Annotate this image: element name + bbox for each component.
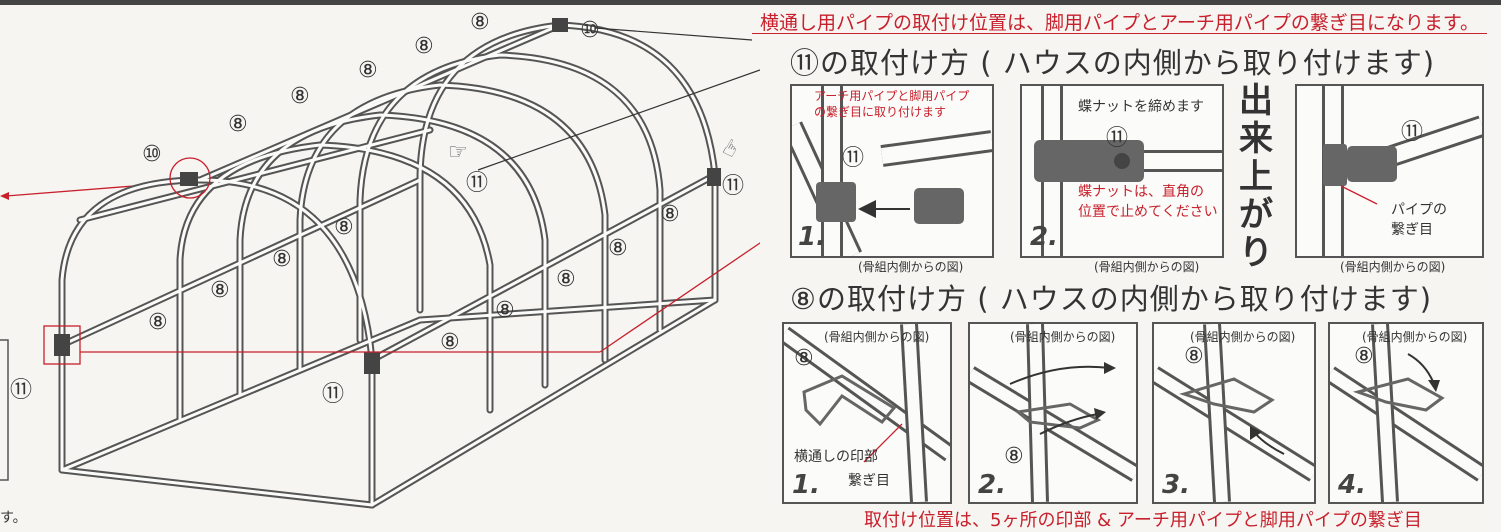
frame-label-8: ⑧	[334, 215, 354, 240]
panel-caption: (骨組内側からの図)	[1094, 260, 1200, 274]
frame-label-8: ⑧	[148, 310, 168, 335]
panel-caption: (骨組内側からの図)	[1362, 330, 1468, 344]
frame-label-8: ⑧	[414, 34, 434, 59]
part-label: ⑪	[1106, 126, 1129, 151]
frame-label-8: ⑧	[495, 298, 515, 323]
panel-caption: (骨組内側からの図)	[824, 330, 930, 344]
panel-caption: (骨組内側からの図)	[1010, 330, 1116, 344]
panel-caption: (骨組内側からの図)	[858, 260, 964, 274]
frame-label-8: ⑧	[210, 278, 230, 303]
panel-caption: (骨組内側からの図)	[1340, 260, 1446, 274]
part-label: ⑧	[1184, 344, 1204, 369]
cut-off-text: す。	[0, 510, 27, 526]
frame-label-8: ⑧	[272, 247, 292, 272]
frame-label-8: ⑧	[660, 202, 680, 227]
frame-label-8: ⑧	[358, 58, 378, 83]
finished-label: 出来上がり	[1239, 81, 1273, 273]
greenhouse-frame-diagram	[0, 18, 760, 509]
section8-title: ⑧の取付け方 ( ハウスの内側から取り付けます)	[790, 282, 1433, 316]
part-label: ⑪	[842, 146, 865, 171]
panel-label: パイプの 繋ぎ目	[1391, 202, 1447, 238]
footer-note: 取付け位置は、5ヶ所の印部 & アーチ用パイプと脚用パイプの繋ぎ目	[864, 510, 1422, 531]
part-label: ⑧	[794, 346, 814, 371]
frame-label-10: ⑩	[142, 142, 162, 167]
frame-label-8: ⑧	[608, 236, 628, 261]
step-number: 1.	[792, 470, 820, 500]
part-label: ⑧	[1354, 344, 1374, 369]
panel-warning: 蝶ナットは、直角の 位置で止めてください	[1078, 184, 1218, 220]
frame-label-10: ⑩	[580, 18, 600, 43]
section11-panel-2: 蝶ナットを締めます ⑪ 蝶ナットは、直角の 位置で止めてください 2.	[1020, 84, 1224, 258]
frame-label-8: ⑧	[556, 267, 576, 292]
frame-label-11: ⑪	[322, 382, 345, 407]
frame-label-8: ⑧	[440, 330, 460, 355]
header-note-underline	[752, 33, 1487, 34]
panel-label: 横通しの印部	[794, 449, 878, 465]
section8-panel-4: (骨組内側からの図) ⑧ 4.	[1328, 322, 1484, 504]
frame-label-8: ⑧	[228, 112, 248, 137]
frame-label-11: ⑪	[466, 171, 489, 196]
pointing-hand-icon: ☞	[448, 140, 468, 165]
frame-label-11: ⑪	[722, 174, 745, 199]
panel-label: アーチ用パイプと脚用パイプ の繋ぎ目に取り付けます	[814, 89, 970, 119]
section8-panel-2: (骨組内側からの図) ⑧ 2.	[968, 322, 1138, 504]
section11-panel-1: アーチ用パイプと脚用パイプ の繋ぎ目に取り付けます ⑪ 1.	[790, 84, 994, 258]
panel-caption: (骨組内側からの図)	[1190, 330, 1296, 344]
frame-label-8: ⑧	[290, 84, 310, 109]
section8-panel-3: (骨組内側からの図) ⑧ 3.	[1152, 322, 1316, 504]
step-number: 3.	[1162, 470, 1190, 500]
section8-panel-1: (骨組内側からの図) ⑧ 横通しの印部 繋ぎ目 1.	[782, 322, 952, 504]
part-label: ⑪	[1401, 120, 1424, 145]
frame-label-11: ⑪	[10, 378, 33, 403]
panel-label: 蝶ナットを締めます	[1078, 99, 1204, 115]
step-number: 1.	[798, 222, 826, 252]
step-number: 2.	[1030, 222, 1058, 252]
panel-label: 繋ぎ目	[848, 473, 890, 489]
step-number: 2.	[978, 470, 1006, 500]
part-label: ⑧	[1004, 444, 1024, 469]
header-note: 横通し用パイプの取付け位置は、脚用パイプとアーチ用パイプの繋ぎ目になります。	[760, 12, 1479, 34]
section11-title: ⑪の取付け方 ( ハウスの内側から取り付けます)	[790, 46, 1436, 80]
section11-panel-3: ⑪ パイプの 繋ぎ目	[1295, 84, 1484, 258]
top-rule	[0, 0, 1501, 5]
frame-label-8: ⑧	[470, 10, 490, 35]
step-number: 4.	[1338, 470, 1366, 500]
